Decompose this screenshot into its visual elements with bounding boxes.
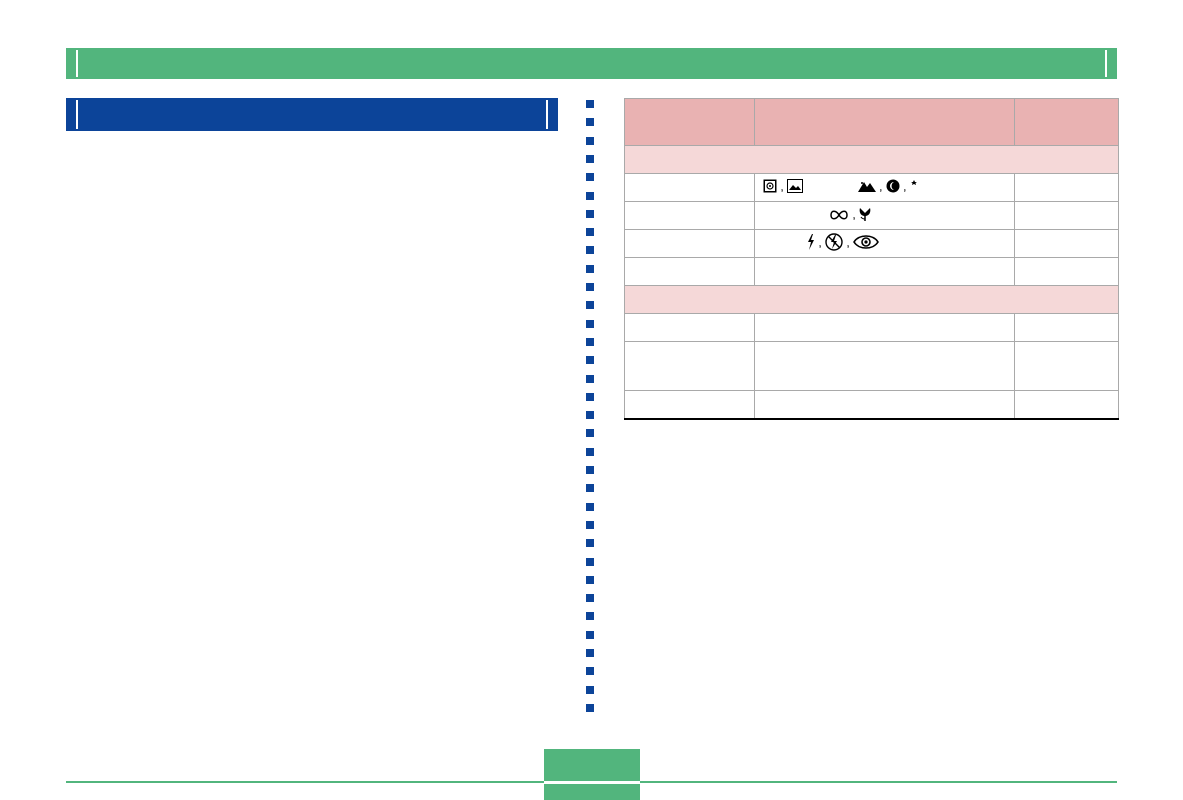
table-cell [754, 313, 1015, 342]
divider-dot [586, 246, 594, 254]
section-notch-right [546, 100, 548, 129]
divider-dot [586, 539, 594, 547]
table-cell [754, 390, 1015, 420]
divider-dot [586, 576, 594, 584]
focus-macro-icon [859, 207, 871, 224]
divider-dot [586, 448, 594, 456]
divider-dot [586, 192, 594, 200]
divider-dot [586, 484, 594, 492]
divider-dot [586, 228, 594, 236]
banner-notch-left [76, 50, 78, 77]
scene-night-icon [910, 179, 926, 196]
table-row [624, 390, 1119, 420]
page-tab-gap [544, 781, 640, 784]
table-group-label [624, 285, 1119, 314]
table-cell [624, 341, 755, 391]
table-row [624, 313, 1119, 342]
table-cell [624, 229, 755, 258]
table-row [624, 341, 1119, 391]
flash-on-icon [807, 234, 815, 253]
divider-dot [586, 137, 594, 145]
flash-off-icon [825, 233, 843, 254]
table-header-cell [1014, 98, 1119, 146]
table-group-row [624, 145, 1119, 174]
divider-dot [586, 429, 594, 437]
divider-dot [586, 283, 594, 291]
chapter-banner [66, 48, 1117, 79]
table-cell [624, 201, 755, 230]
table-cell [1014, 313, 1119, 342]
table-header-cell [624, 98, 755, 146]
divider-dot [586, 301, 594, 309]
divider-dot [586, 466, 594, 474]
table-cell [754, 341, 1015, 391]
banner-notch-right [1105, 50, 1107, 77]
table-cell [624, 390, 755, 420]
divider-dot [586, 411, 594, 419]
red-eye-icon [853, 234, 880, 253]
table-cell [1014, 257, 1119, 286]
settings-table: , , , , [624, 98, 1119, 420]
table-cell-icons: , , , [754, 173, 1015, 202]
table-header-row [624, 98, 1119, 146]
divider-dot [586, 118, 594, 126]
table-cell [1014, 341, 1119, 391]
table-cell [624, 257, 755, 286]
table-group-row [624, 285, 1119, 314]
divider-dot [586, 521, 594, 529]
section-notch-left [76, 100, 78, 129]
table-row: , , , [624, 173, 1119, 202]
divider-dot [586, 503, 594, 511]
divider-dot [586, 649, 594, 657]
divider-dot [586, 704, 594, 712]
table-cell [1014, 201, 1119, 230]
scene-landscape-icon [857, 180, 876, 195]
table-cell [1014, 173, 1119, 202]
divider-dot [586, 667, 594, 675]
table-cell [624, 173, 755, 202]
divider-dot [586, 100, 594, 108]
divider-dot [586, 173, 594, 181]
divider-dot [586, 356, 594, 364]
table-group-label [624, 145, 1119, 174]
divider-dot [586, 686, 594, 694]
divider-dot [586, 594, 594, 602]
divider-dot [586, 210, 594, 218]
scene-landscape-framed-icon [787, 179, 804, 196]
table-row: , , [624, 229, 1119, 258]
table-row [624, 257, 1119, 286]
section-heading-bar [66, 98, 558, 131]
divider-dot [586, 631, 594, 639]
divider-dot [586, 375, 594, 383]
divider-dot [586, 558, 594, 566]
focus-infinity-icon [829, 209, 849, 223]
divider-dot [586, 338, 594, 346]
divider-dot [586, 393, 594, 401]
scene-portrait-night-icon [886, 179, 900, 196]
table-header-cell [754, 98, 1015, 146]
page-number-tab [544, 749, 640, 800]
divider-dot [586, 265, 594, 273]
table-cell-icons: , [754, 201, 1015, 230]
column-divider-dots [585, 100, 595, 722]
table-cell-icons: , , [754, 229, 1015, 258]
table-cell [1014, 390, 1119, 420]
table-cell [1014, 229, 1119, 258]
table-cell [624, 313, 755, 342]
scene-portrait-icon [763, 179, 777, 196]
divider-dot [586, 320, 594, 328]
table-cell [754, 257, 1015, 286]
divider-dot [586, 155, 594, 163]
divider-dot [586, 612, 594, 620]
table-row: , [624, 201, 1119, 230]
